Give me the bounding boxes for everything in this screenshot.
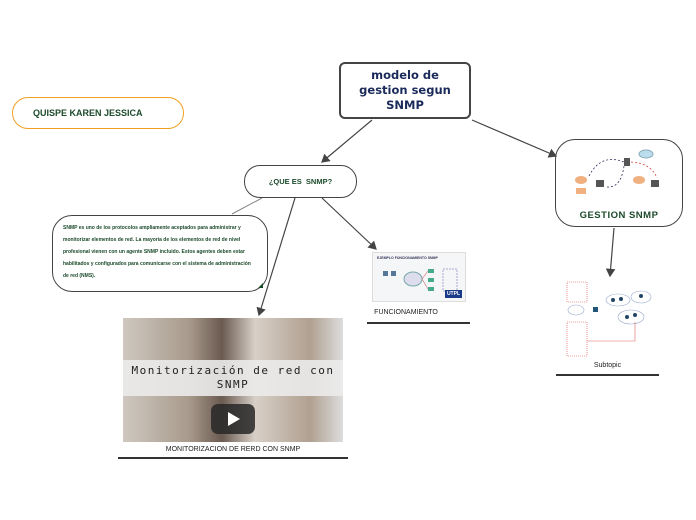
funcionamiento-caption: FUNCIONAMIENTO bbox=[374, 309, 438, 316]
divider bbox=[118, 457, 348, 459]
divider bbox=[556, 374, 659, 376]
connector-root-que bbox=[321, 119, 373, 163]
author-node[interactable]: QUISPE KAREN JESSICA bbox=[12, 97, 184, 129]
funcionamiento-image[interactable]: EJEMPLO FUNCIONAMIENTO SNMP UTPL bbox=[372, 252, 466, 302]
connector-que-video bbox=[256, 197, 296, 317]
subtopic-image[interactable] bbox=[563, 280, 652, 358]
video-caption: MONITORIZACION DE RERD CON SNMP bbox=[165, 446, 301, 453]
author-name: QUISPE KAREN JESSICA bbox=[33, 108, 143, 118]
video-thumbnail[interactable]: Monitorización de red con SNMP bbox=[123, 318, 343, 442]
utpl-logo: UTPL bbox=[444, 290, 462, 298]
definition-node[interactable]: SNMP es uno de los protocolos ampliament… bbox=[52, 215, 268, 292]
divider bbox=[367, 322, 470, 324]
que-es-node[interactable]: ¿QUE ES SNMP? bbox=[244, 165, 357, 198]
resize-corner-icon[interactable] bbox=[258, 283, 263, 288]
play-icon[interactable] bbox=[211, 404, 255, 434]
que-es-label: ¿QUE ES SNMP? bbox=[268, 177, 333, 186]
func-image-title: EJEMPLO FUNCIONAMIENTO SNMP bbox=[377, 256, 438, 260]
network-diagram-icon bbox=[383, 268, 458, 292]
gestion-node[interactable]: GESTION SNMP bbox=[555, 139, 683, 227]
root-node[interactable]: modelo de gestion segun SNMP bbox=[339, 62, 471, 119]
connector-que-def bbox=[231, 197, 263, 215]
root-title: modelo de gestion segun SNMP bbox=[359, 68, 451, 112]
gestion-label: GESTION SNMP bbox=[579, 210, 659, 221]
connector-root-gestion bbox=[471, 119, 558, 158]
subtopic-caption: Subtopic bbox=[593, 362, 622, 369]
video-overlay-title: Monitorización de red con SNMP bbox=[123, 360, 343, 396]
connector-que-func bbox=[321, 197, 377, 250]
connector-gestion-sub bbox=[605, 227, 616, 278]
definition-text: SNMP es uno de los protocolos ampliament… bbox=[63, 225, 251, 279]
gestion-diagram-icon bbox=[575, 149, 659, 194]
